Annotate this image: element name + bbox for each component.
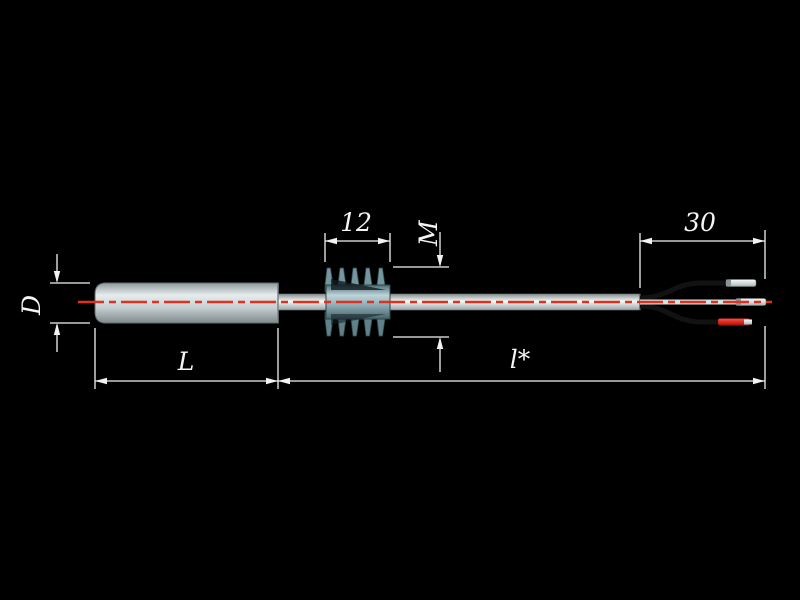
arrowhead xyxy=(753,237,765,245)
arrowhead xyxy=(278,377,290,385)
arrowhead xyxy=(95,377,107,385)
dim-label-diameter: D xyxy=(17,295,46,316)
arrowhead xyxy=(436,255,444,267)
dim-label-fitting-width: 12 xyxy=(340,208,372,237)
terminal-top-crimp xyxy=(726,279,731,287)
arrowhead xyxy=(266,377,278,385)
fitting-cone-lower xyxy=(331,314,386,325)
dimension-diameter: D xyxy=(17,254,90,352)
dimensions: D L l* 12 xyxy=(17,208,766,389)
arrowhead xyxy=(53,271,61,283)
dim-label-lead-length: 30 xyxy=(684,208,716,237)
wire-bottom xyxy=(639,303,722,325)
arrowhead xyxy=(53,323,61,335)
arrowhead xyxy=(378,237,390,245)
dim-label-cable-length: l* xyxy=(510,345,531,374)
arrowhead xyxy=(436,337,444,349)
probe-assembly xyxy=(78,267,772,337)
fitting-cone-upper xyxy=(331,279,386,290)
terminal-bottom-tip xyxy=(744,319,752,325)
dimension-thread: M xyxy=(393,219,449,372)
dim-label-thread-size: M xyxy=(414,219,443,247)
arrowhead xyxy=(753,377,765,385)
dim-label-probe-length: L xyxy=(177,347,195,376)
dimension-fitting-width: 12 xyxy=(324,208,391,262)
wire-top xyxy=(639,280,728,301)
arrowhead xyxy=(640,237,652,245)
dimension-lead-length: 30 xyxy=(639,208,766,288)
dimension-lengths: L l* xyxy=(94,326,766,389)
arrowhead xyxy=(325,237,337,245)
